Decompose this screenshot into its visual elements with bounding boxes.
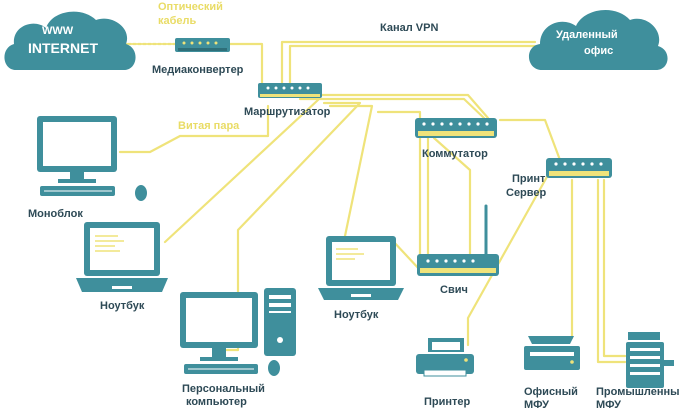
label-optical-cable-1: Оптический [158,1,223,13]
cable-ps-printer [466,173,550,347]
cable-sw-printserver [498,118,562,162]
label-industrial-mfu-1: Промышленный [596,386,680,398]
cable-router-pc [213,101,362,352]
cable-ps-industrial-2 [602,178,627,358]
label-optical-cable-2: кабель [158,15,197,27]
label-media-converter: Медиаконвертер [152,64,244,76]
label-twisted-pair: Витая пара [178,120,240,132]
cable-monoblock [118,104,270,154]
cloud-icon: WWW INTERNET [4,11,136,70]
label-laptop-center: Ноутбук [334,309,379,321]
label-print-server-1: Принт [512,173,546,185]
printer-icon [416,338,474,377]
router-icon [258,83,322,98]
label-printer: Принтер [424,396,471,408]
cable-sw-switch-2 [432,136,472,257]
laptop-icon [318,236,404,300]
laptop-icon [76,222,168,292]
label-office-mfu-1: Офисный [524,386,578,398]
mfu-icon [524,336,580,370]
cloud-internet-line2: INTERNET [28,40,98,56]
label-pc-1: Персональный [182,383,265,395]
cables [116,40,627,364]
cable-router-sw-2 [298,97,486,120]
cloud-remote-line2: офис [584,45,613,57]
cable-switch-laptop [390,238,422,272]
cloud-icon: Удаленный офис [528,9,668,70]
cable-media-router [228,42,264,85]
label-laptop-left: Ноутбук [100,300,145,312]
cable-router-laptop-left [163,98,320,244]
label-vpn-channel: Канал VPN [380,22,438,34]
label-switch-small: Свич [440,284,468,296]
cable-router-laptop-center [328,104,374,238]
label-router: Маршрутизатор [244,106,331,118]
label-pc-2: компьютер [186,396,247,408]
label-switch-main: Коммутатор [422,148,488,160]
desktop-pc-icon [180,288,296,376]
industrial-mfu-icon [626,332,674,388]
wifi-router-icon [417,204,499,276]
cable-vpn-2 [288,44,537,85]
cable-router-sw-1 [298,93,490,120]
cable-vpn-1 [280,40,537,85]
label-office-mfu-2: МФУ [524,399,549,410]
label-industrial-mfu-2: МФУ [596,399,621,410]
label-print-server-2: Сервер [506,187,547,199]
switch-icon [415,118,497,138]
cable-router-switch [376,110,422,256]
monitor-icon [37,116,147,201]
label-monoblock: Моноблок [28,208,83,220]
cable-ps-industrial-1 [596,178,627,364]
cloud-remote-line1: Удаленный [556,29,618,41]
media-converter-icon [175,38,230,52]
cloud-internet-line1: WWW [42,25,74,37]
print-server-icon [546,158,612,178]
